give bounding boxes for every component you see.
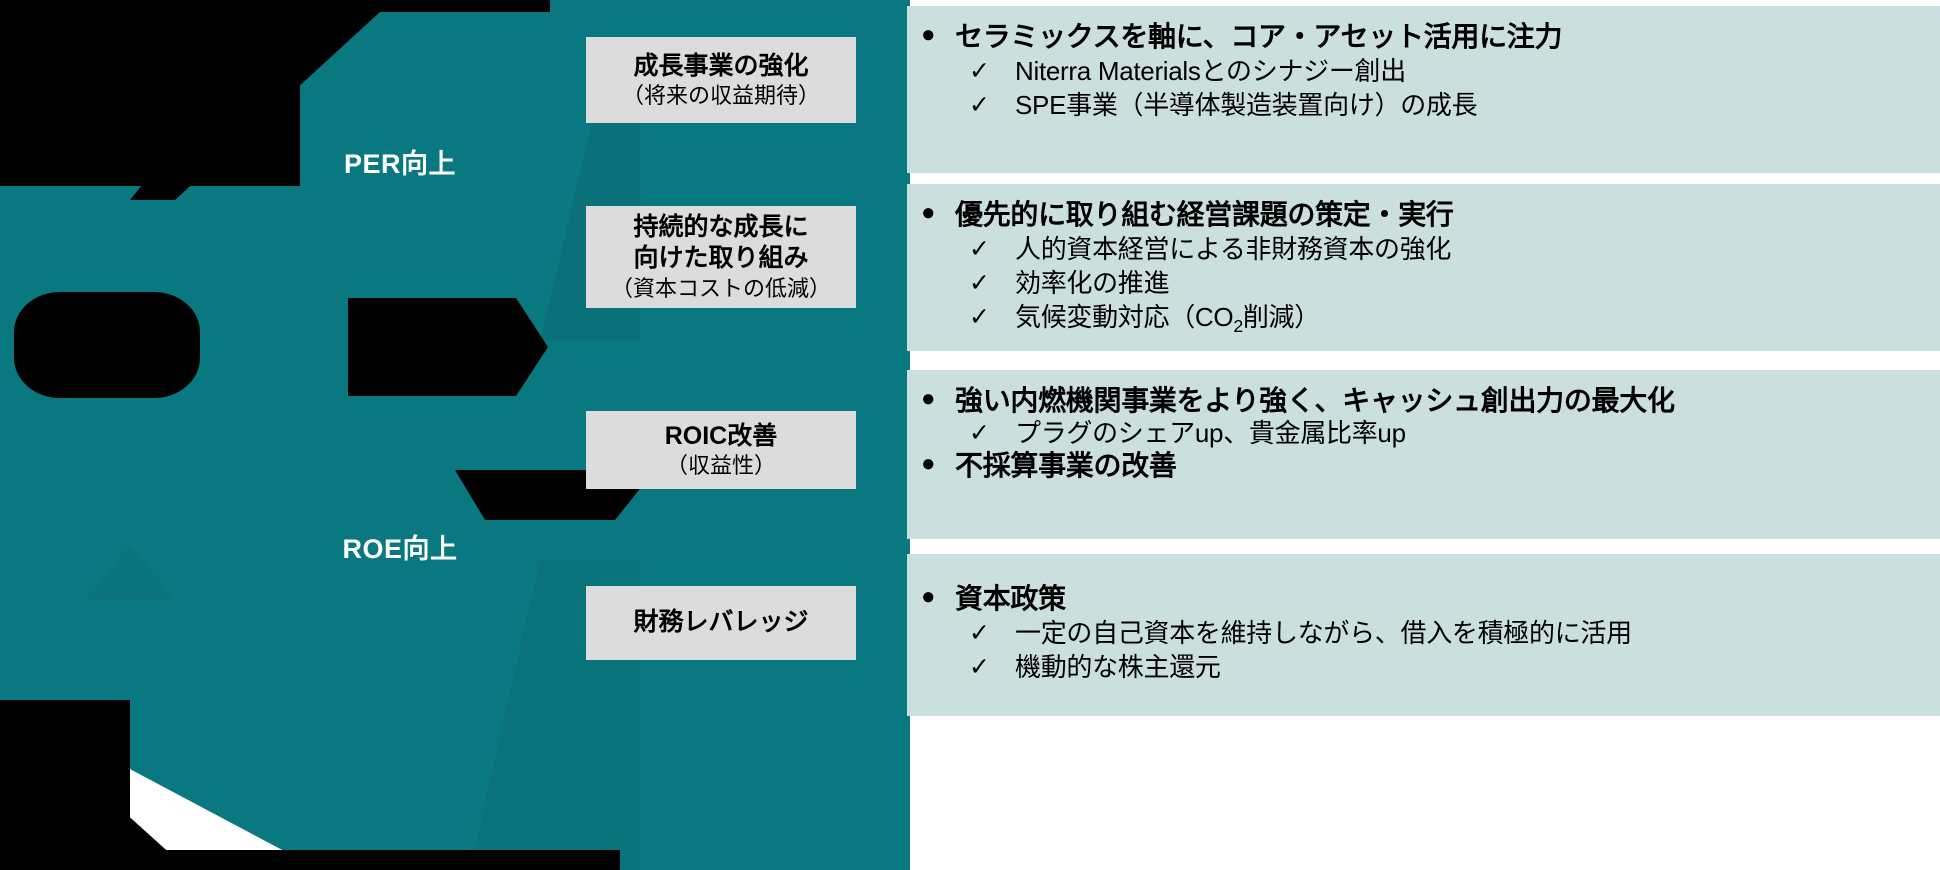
check-icon: ✓ bbox=[969, 268, 990, 297]
driver-title: 財務レバレッジ bbox=[633, 608, 809, 637]
content-panel-roic: ● 強い内燃機関事業をより強く、キャッシュ創出力の最大化 ✓ プラグのシェアup… bbox=[907, 370, 1940, 539]
check-icon: ✓ bbox=[969, 619, 990, 648]
driver-subtitle: （収益性） bbox=[665, 452, 776, 478]
sub-item: ✓ 人的資本経営による非財務資本の強化 bbox=[921, 234, 1920, 266]
sub-item: ✓ Niterra Materialsとのシナジー創出 bbox=[921, 56, 1920, 88]
co2-subscript: 2 bbox=[1233, 315, 1243, 336]
bullet-item: ● 資本政策 bbox=[921, 582, 1920, 616]
funnel-inner-triangle bbox=[85, 545, 175, 600]
sub-text: 機動的な株主還元 bbox=[1015, 651, 1221, 682]
bullet-marker-icon: ● bbox=[921, 21, 936, 48]
driver-box-roic[interactable]: ROIC改善 （収益性） bbox=[586, 411, 856, 489]
bullet-marker-icon: ● bbox=[921, 449, 936, 477]
funnel-label-per: PER向上 bbox=[343, 149, 457, 179]
bullet-text: 強い内燃機関事業をより強く、キャッシュ創出力の最大化 bbox=[955, 385, 1675, 416]
driver-title-line2: 向けた取り組み bbox=[633, 244, 809, 273]
sub-item: ✓ 一定の自己資本を維持しながら、借入を積極的に活用 bbox=[921, 618, 1920, 650]
sub-item: ✓ プラグのシェアup、貴金属比率up bbox=[921, 418, 1920, 450]
sub-text: 人的資本経営による非財務資本の強化 bbox=[1015, 234, 1452, 265]
funnel-label-roe: ROE向上 bbox=[342, 534, 458, 564]
redaction-arrow bbox=[348, 298, 548, 396]
bullet-item: ● 不採算事業の改善 bbox=[921, 449, 1920, 483]
sub-text: 効率化の推進 bbox=[1015, 267, 1170, 298]
redaction-bottom-left-angle bbox=[0, 700, 620, 870]
bullet-text: 優先的に取り組む経営課題の策定・実行 bbox=[955, 199, 1454, 230]
co2-text-post: 削減） bbox=[1242, 301, 1320, 332]
content-panel-capital-policy: ● 資本政策 ✓ 一定の自己資本を維持しながら、借入を積極的に活用 ✓ 機動的な… bbox=[907, 554, 1940, 716]
sub-item: ✓ SPE事業（半導体製造装置向け）の成長 bbox=[921, 90, 1920, 122]
bullet-item: ● 強い内燃機関事業をより強く、キャッシュ創出力の最大化 bbox=[921, 384, 1920, 418]
content-panel-growth: ● セラミックスを軸に、コア・アセット活用に注力 ✓ Niterra Mater… bbox=[907, 6, 1940, 173]
bullet-item: ● セラミックスを軸に、コア・アセット活用に注力 bbox=[921, 20, 1920, 54]
funnel-body bbox=[0, 0, 700, 870]
content-panel-sustainable-growth: ● 優先的に取り組む経営課題の策定・実行 ✓ 人的資本経営による非財務資本の強化… bbox=[907, 184, 1940, 351]
bullet-marker-icon: ● bbox=[921, 583, 936, 610]
driver-box-financial-leverage[interactable]: 財務レバレッジ bbox=[586, 586, 856, 660]
check-icon: ✓ bbox=[969, 57, 990, 86]
bullet-text: 不採算事業の改善 bbox=[955, 449, 1177, 481]
bullet-text: セラミックスを軸に、コア・アセット活用に注力 bbox=[955, 21, 1563, 52]
driver-subtitle: （将来の収益期待） bbox=[621, 82, 820, 108]
driver-title: 成長事業の強化 bbox=[633, 51, 809, 80]
check-icon: ✓ bbox=[969, 419, 990, 448]
bullet-marker-icon: ● bbox=[921, 385, 936, 412]
sub-text: SPE事業（半導体製造装置向け）の成長 bbox=[1015, 89, 1478, 120]
check-icon: ✓ bbox=[969, 302, 990, 331]
bullet-item: ● 優先的に取り組む経営課題の策定・実行 bbox=[921, 198, 1920, 232]
driver-box-sustainable-growth[interactable]: 持続的な成長に 向けた取り組み （資本コストの低減） bbox=[586, 206, 856, 308]
redaction-center-blob bbox=[14, 292, 200, 398]
driver-title: ROIC改善 bbox=[664, 421, 778, 450]
sub-text: 一定の自己資本を維持しながら、借入を積極的に活用 bbox=[1015, 618, 1632, 649]
sub-text-co2: 気候変動対応（CO2削減） bbox=[1015, 302, 1320, 338]
sub-text: Niterra Materialsとのシナジー創出 bbox=[1015, 56, 1406, 87]
check-icon: ✓ bbox=[969, 235, 990, 264]
co2-text-pre: 気候変動対応（CO bbox=[1015, 301, 1234, 332]
driver-box-growth[interactable]: 成長事業の強化 （将来の収益期待） bbox=[586, 37, 856, 123]
bullet-text: 資本政策 bbox=[955, 583, 1066, 614]
driver-subtitle: （資本コストの低減） bbox=[610, 275, 831, 301]
redaction-top-left-angle bbox=[130, 0, 550, 200]
sub-text: プラグのシェアup、貴金属比率up bbox=[1015, 418, 1406, 449]
driver-title-line1: 持続的な成長に bbox=[633, 213, 809, 241]
check-icon: ✓ bbox=[969, 652, 990, 681]
check-icon: ✓ bbox=[969, 90, 990, 119]
sub-item: ✓ 効率化の推進 bbox=[921, 268, 1920, 300]
sub-item: ✓ 機動的な株主還元 bbox=[921, 652, 1920, 684]
sub-item-co2: ✓ 気候変動対応（CO2削減） bbox=[921, 302, 1920, 338]
bullet-marker-icon: ● bbox=[921, 199, 936, 226]
